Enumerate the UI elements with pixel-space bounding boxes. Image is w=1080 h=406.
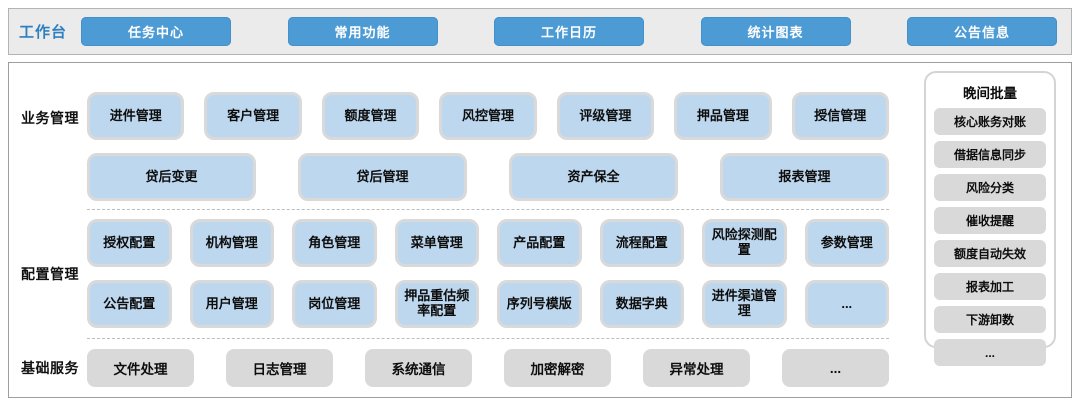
workbench-button[interactable]: 常用功能 xyxy=(287,17,438,46)
night-batch-list: 核心账务对账借据信息同步风险分类催收提醒额度自动失效报表加工下游卸数... xyxy=(934,108,1046,366)
workbench-button[interactable]: 任务中心 xyxy=(81,17,231,46)
business-module[interactable]: 押品管理 xyxy=(674,92,772,140)
section-label-business: 业务管理 xyxy=(21,110,79,126)
config-module[interactable]: ... xyxy=(804,280,889,328)
night-batch-item[interactable]: 风险分类 xyxy=(934,174,1046,201)
business-module[interactable]: 报表管理 xyxy=(720,153,889,201)
night-batch-item[interactable]: 报表加工 xyxy=(934,273,1046,300)
night-batch-item[interactable]: 额度自动失效 xyxy=(934,240,1046,267)
section-divider xyxy=(87,209,889,210)
section-divider xyxy=(87,338,889,339)
workbench-buttons: 任务中心 常用功能 工作日历 统计图表 公告信息 xyxy=(81,17,1057,46)
section-base-services: 基础服务 文件处理日志管理系统通信加密解密异常处理... xyxy=(9,349,889,387)
business-module[interactable]: 进件管理 xyxy=(87,92,185,140)
config-module[interactable]: 用户管理 xyxy=(189,280,274,328)
base-services-row: 文件处理日志管理系统通信加密解密异常处理... xyxy=(87,349,889,387)
base-service[interactable]: ... xyxy=(782,349,889,387)
base-service[interactable]: 系统通信 xyxy=(365,349,472,387)
config-module[interactable]: 菜单管理 xyxy=(394,219,479,267)
base-service[interactable]: 异常处理 xyxy=(643,349,750,387)
config-module[interactable]: 授权配置 xyxy=(87,219,172,267)
config-module[interactable]: 产品配置 xyxy=(497,219,582,267)
section-business: 业务管理 进件管理客户管理额度管理风控管理评级管理押品管理授信管理 贷后变更贷后… xyxy=(9,92,889,201)
main-panel: 业务管理 进件管理客户管理额度管理风控管理评级管理押品管理授信管理 贷后变更贷后… xyxy=(8,62,1072,398)
base-service[interactable]: 文件处理 xyxy=(87,349,194,387)
business-module[interactable]: 额度管理 xyxy=(321,92,420,140)
workbench-label: 工作台 xyxy=(19,24,68,41)
config-module[interactable]: 机构管理 xyxy=(189,219,274,267)
night-batch-item[interactable]: 核心账务对账 xyxy=(934,108,1046,135)
config-module[interactable]: 风险探测配置 xyxy=(702,219,787,267)
section-config: 配置管理 授权配置机构管理角色管理菜单管理产品配置流程配置风险探测配置参数管理 … xyxy=(9,219,889,328)
business-module[interactable]: 客户管理 xyxy=(204,92,302,140)
config-module[interactable]: 数据字典 xyxy=(599,280,684,328)
config-module[interactable]: 流程配置 xyxy=(599,219,684,267)
workbench-button[interactable]: 公告信息 xyxy=(907,17,1057,46)
night-batch-item[interactable]: 下游卸数 xyxy=(934,306,1046,333)
night-batch-title: 晚间批量 xyxy=(963,86,1017,101)
business-module[interactable]: 授信管理 xyxy=(791,92,889,140)
business-module[interactable]: 贷后管理 xyxy=(298,153,467,201)
business-module[interactable]: 评级管理 xyxy=(556,92,655,140)
base-service[interactable]: 日志管理 xyxy=(226,349,333,387)
base-service[interactable]: 加密解密 xyxy=(504,349,611,387)
workbench-bar: 工作台 任务中心 常用功能 工作日历 统计图表 公告信息 xyxy=(8,8,1072,55)
section-label-base: 基础服务 xyxy=(21,360,79,376)
config-row-2: 公告配置用户管理岗位管理押品重估频率配置序列号模版数据字典进件渠道管理... xyxy=(87,280,889,328)
config-module[interactable]: 押品重估频率配置 xyxy=(394,280,479,328)
night-batch-item[interactable]: 催收提醒 xyxy=(934,207,1046,234)
config-module[interactable]: 角色管理 xyxy=(292,219,377,267)
business-row-2: 贷后变更贷后管理资产保全报表管理 xyxy=(87,153,889,201)
section-label-config: 配置管理 xyxy=(21,265,79,282)
business-module[interactable]: 贷后变更 xyxy=(87,153,256,201)
config-module[interactable]: 序列号模版 xyxy=(497,280,582,328)
config-module[interactable]: 参数管理 xyxy=(804,219,889,267)
workbench-button[interactable]: 工作日历 xyxy=(494,17,644,46)
config-row-1: 授权配置机构管理角色管理菜单管理产品配置流程配置风险探测配置参数管理 xyxy=(87,219,889,267)
modules-area: 业务管理 进件管理客户管理额度管理风控管理评级管理押品管理授信管理 贷后变更贷后… xyxy=(9,63,889,397)
night-batch-item[interactable]: 借据信息同步 xyxy=(934,141,1046,168)
config-module[interactable]: 进件渠道管理 xyxy=(702,280,787,328)
night-batch-panel: 晚间批量 核心账务对账借据信息同步风险分类催收提醒额度自动失效报表加工下游卸数.… xyxy=(924,71,1056,366)
config-module[interactable]: 岗位管理 xyxy=(292,280,377,328)
night-batch-item[interactable]: ... xyxy=(934,339,1046,366)
business-module[interactable]: 风控管理 xyxy=(439,92,537,140)
business-module[interactable]: 资产保全 xyxy=(509,153,678,201)
config-module[interactable]: 公告配置 xyxy=(87,280,172,328)
business-row-1: 进件管理客户管理额度管理风控管理评级管理押品管理授信管理 xyxy=(87,92,889,140)
workbench-button[interactable]: 统计图表 xyxy=(700,17,851,46)
